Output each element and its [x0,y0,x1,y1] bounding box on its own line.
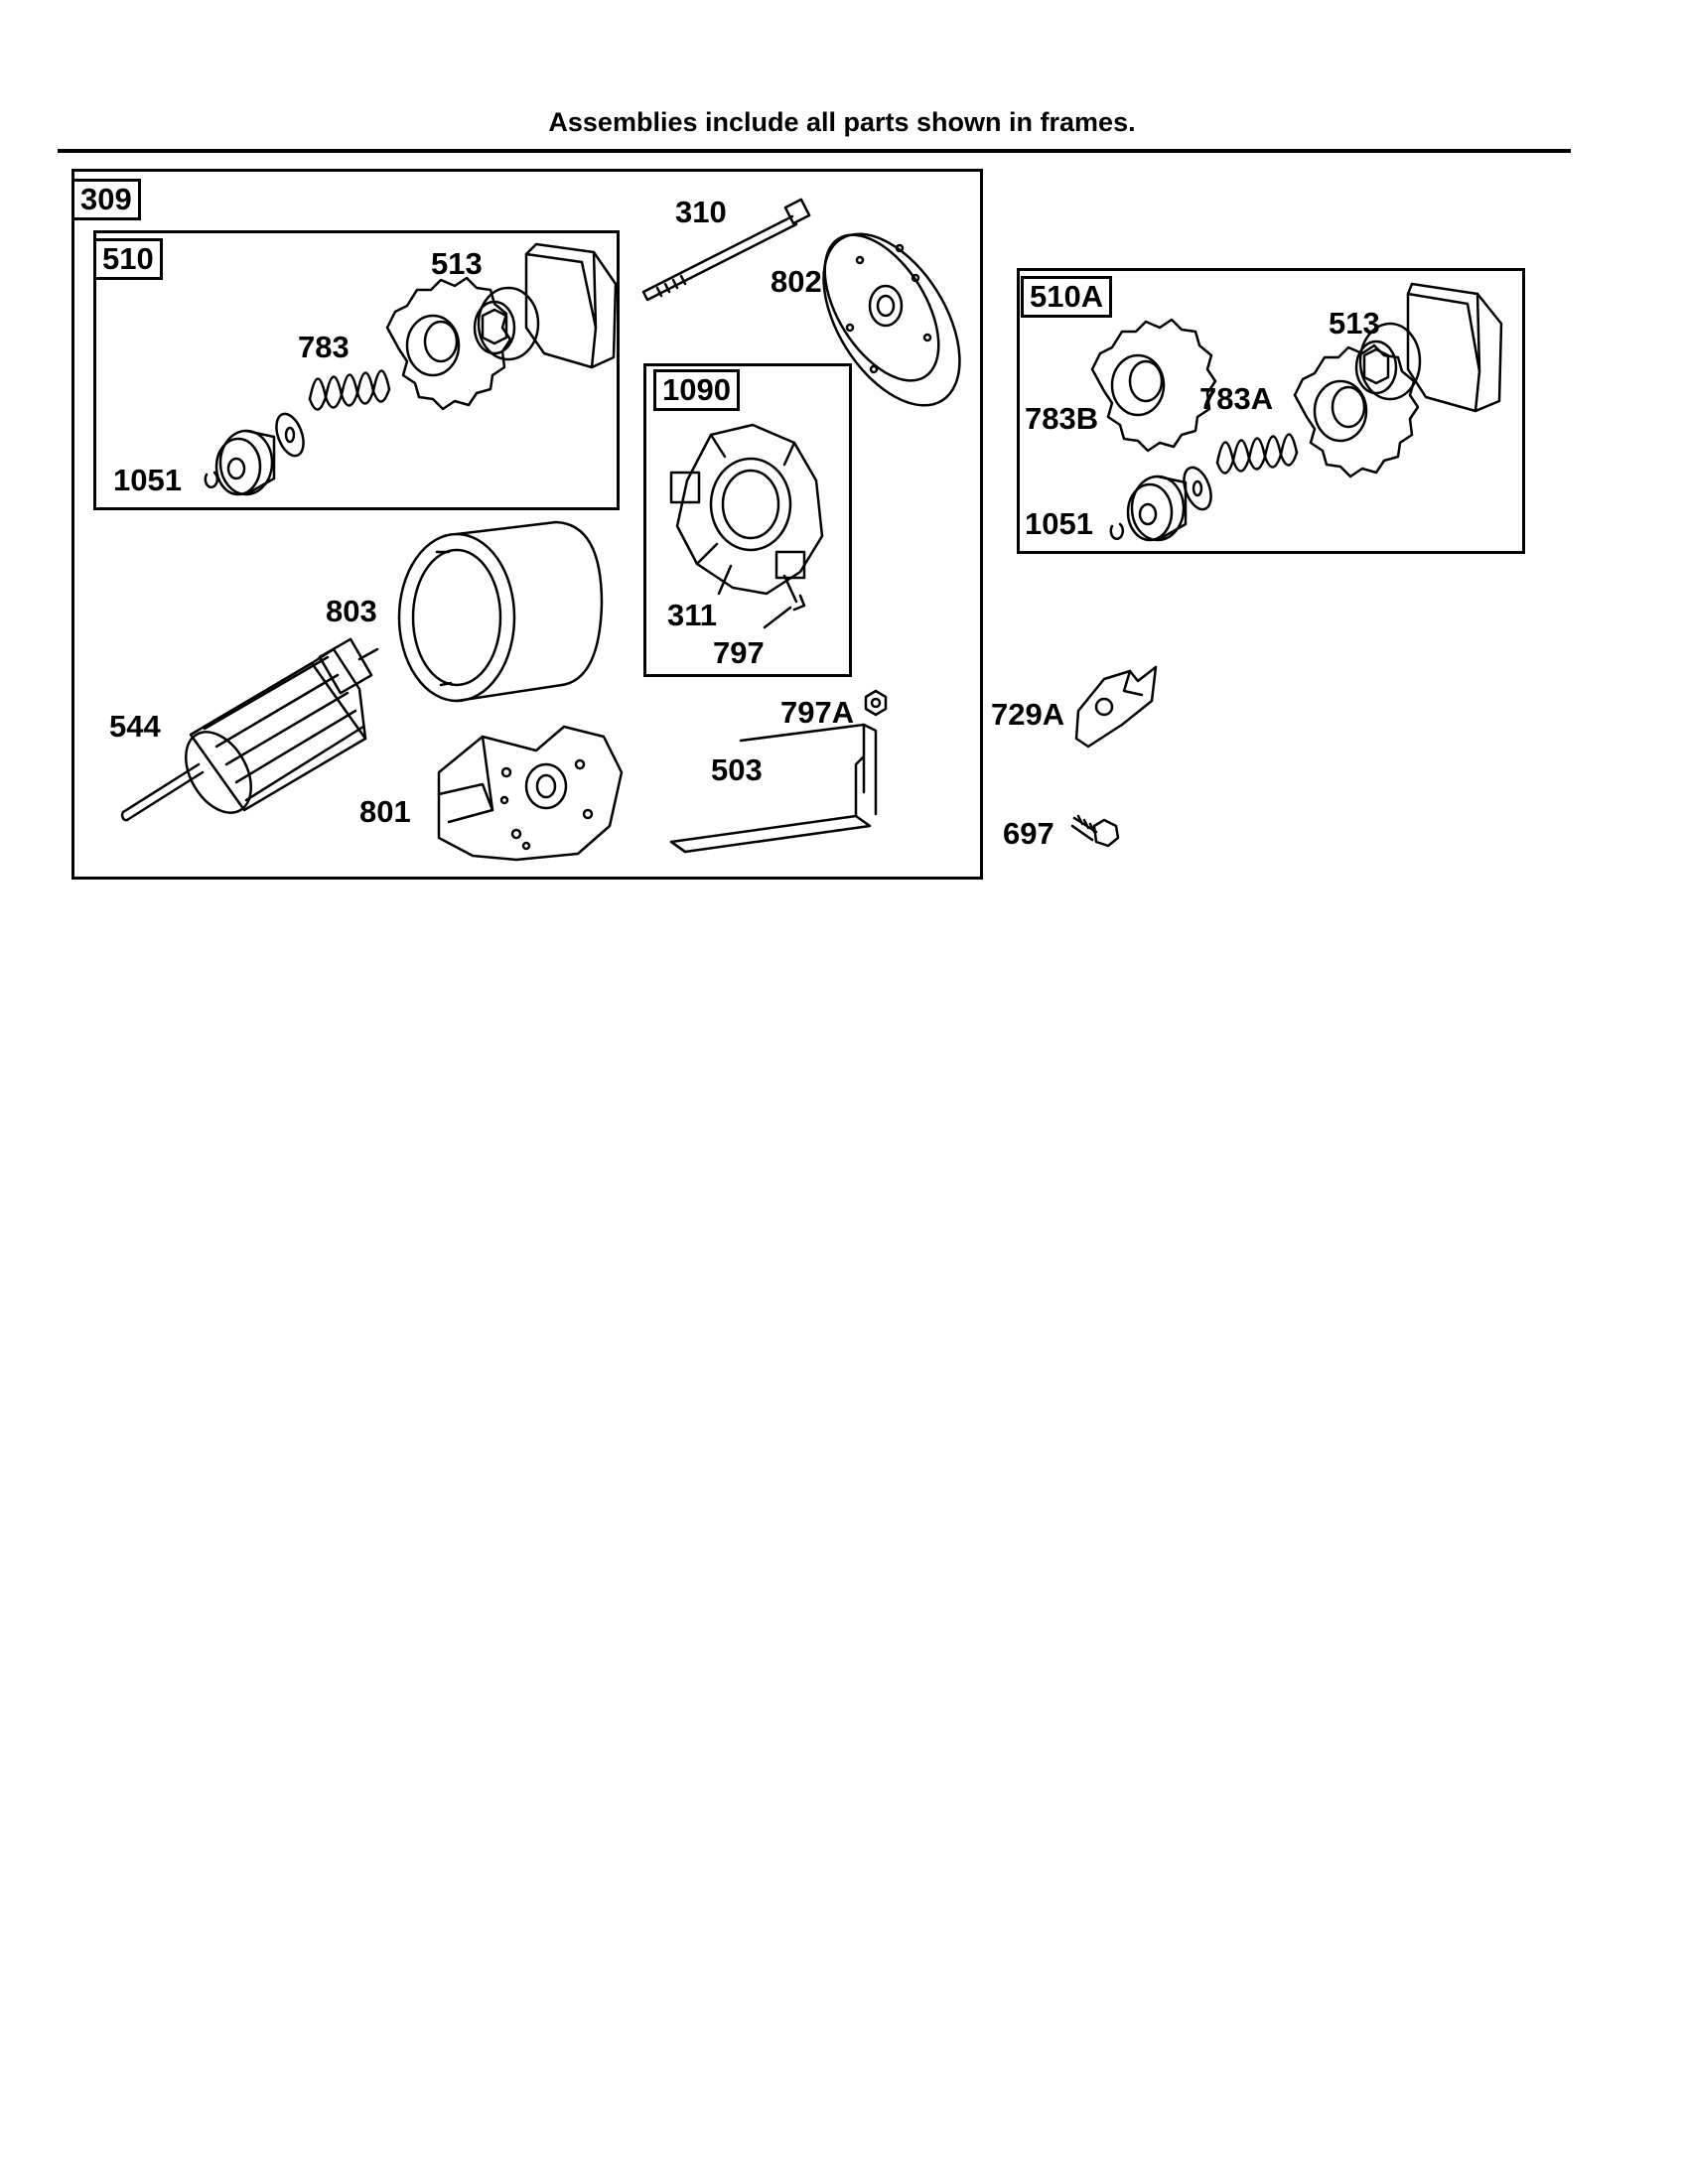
part-311-label: 311 [667,598,718,632]
part-310-label: 310 [675,195,727,229]
frame-309-tag: 309 [71,179,141,220]
part-513-left-label: 513 [431,246,483,281]
retainer-clip-right-drawing [1109,522,1125,541]
field-housing-drawing [397,520,604,703]
brush-plate-drawing [437,725,624,862]
pinion-gear-783b-drawing [1090,318,1217,453]
part-801-label: 801 [359,794,411,829]
nut-797a-drawing [864,689,888,717]
frame-510 [93,230,620,510]
pinion-gear-left-drawing [385,276,512,411]
frame-309 [71,169,983,880]
part-1051-left-label: 1051 [113,463,182,497]
stop-collar-left-drawing [214,429,276,496]
part-783-label: 783 [298,330,350,364]
frame-1090 [643,363,852,677]
through-bolt-drawing [641,198,811,302]
drive-housing-left-drawing [473,242,618,369]
washer-left-drawing [275,412,305,458]
part-803-label: 803 [326,594,377,628]
end-plate-drawing [822,232,961,407]
bracket-729a-drawing [1074,665,1158,749]
part-503-label: 503 [711,752,763,787]
frame-510a-tag: 510A [1021,276,1113,318]
frame-1090-tag: 1090 [653,369,740,411]
brush-holder-drawing [669,423,824,629]
part-783a-label: 783A [1199,381,1274,416]
part-797a-label: 797A [780,695,855,730]
part-544-label: 544 [109,709,161,744]
spring-right-drawing [1215,433,1299,475]
pinion-gear-783a-drawing [1293,343,1420,478]
frame-510a [1017,268,1525,554]
frame-510-tag: 510 [93,238,163,280]
screw-697-drawing [1070,814,1120,848]
part-783b-label: 783B [1025,401,1099,436]
part-797-label: 797 [713,635,765,670]
assembly-note: Assemblies include all parts shown in fr… [548,107,1136,137]
drive-housing-right-drawing [1354,282,1503,413]
part-513-right-label: 513 [1329,306,1380,341]
armature-drawing [120,637,379,822]
part-1051-right-label: 1051 [1025,506,1093,541]
header-rule [58,149,1571,153]
part-729a-label: 729A [991,697,1065,732]
spring-left-drawing [308,369,391,411]
retainer-clip-left-drawing [204,471,219,489]
part-697-label: 697 [1003,816,1054,851]
ground-strap-drawing [669,723,878,854]
stop-collar-right-drawing [1126,475,1188,542]
part-802-label: 802 [771,264,822,299]
